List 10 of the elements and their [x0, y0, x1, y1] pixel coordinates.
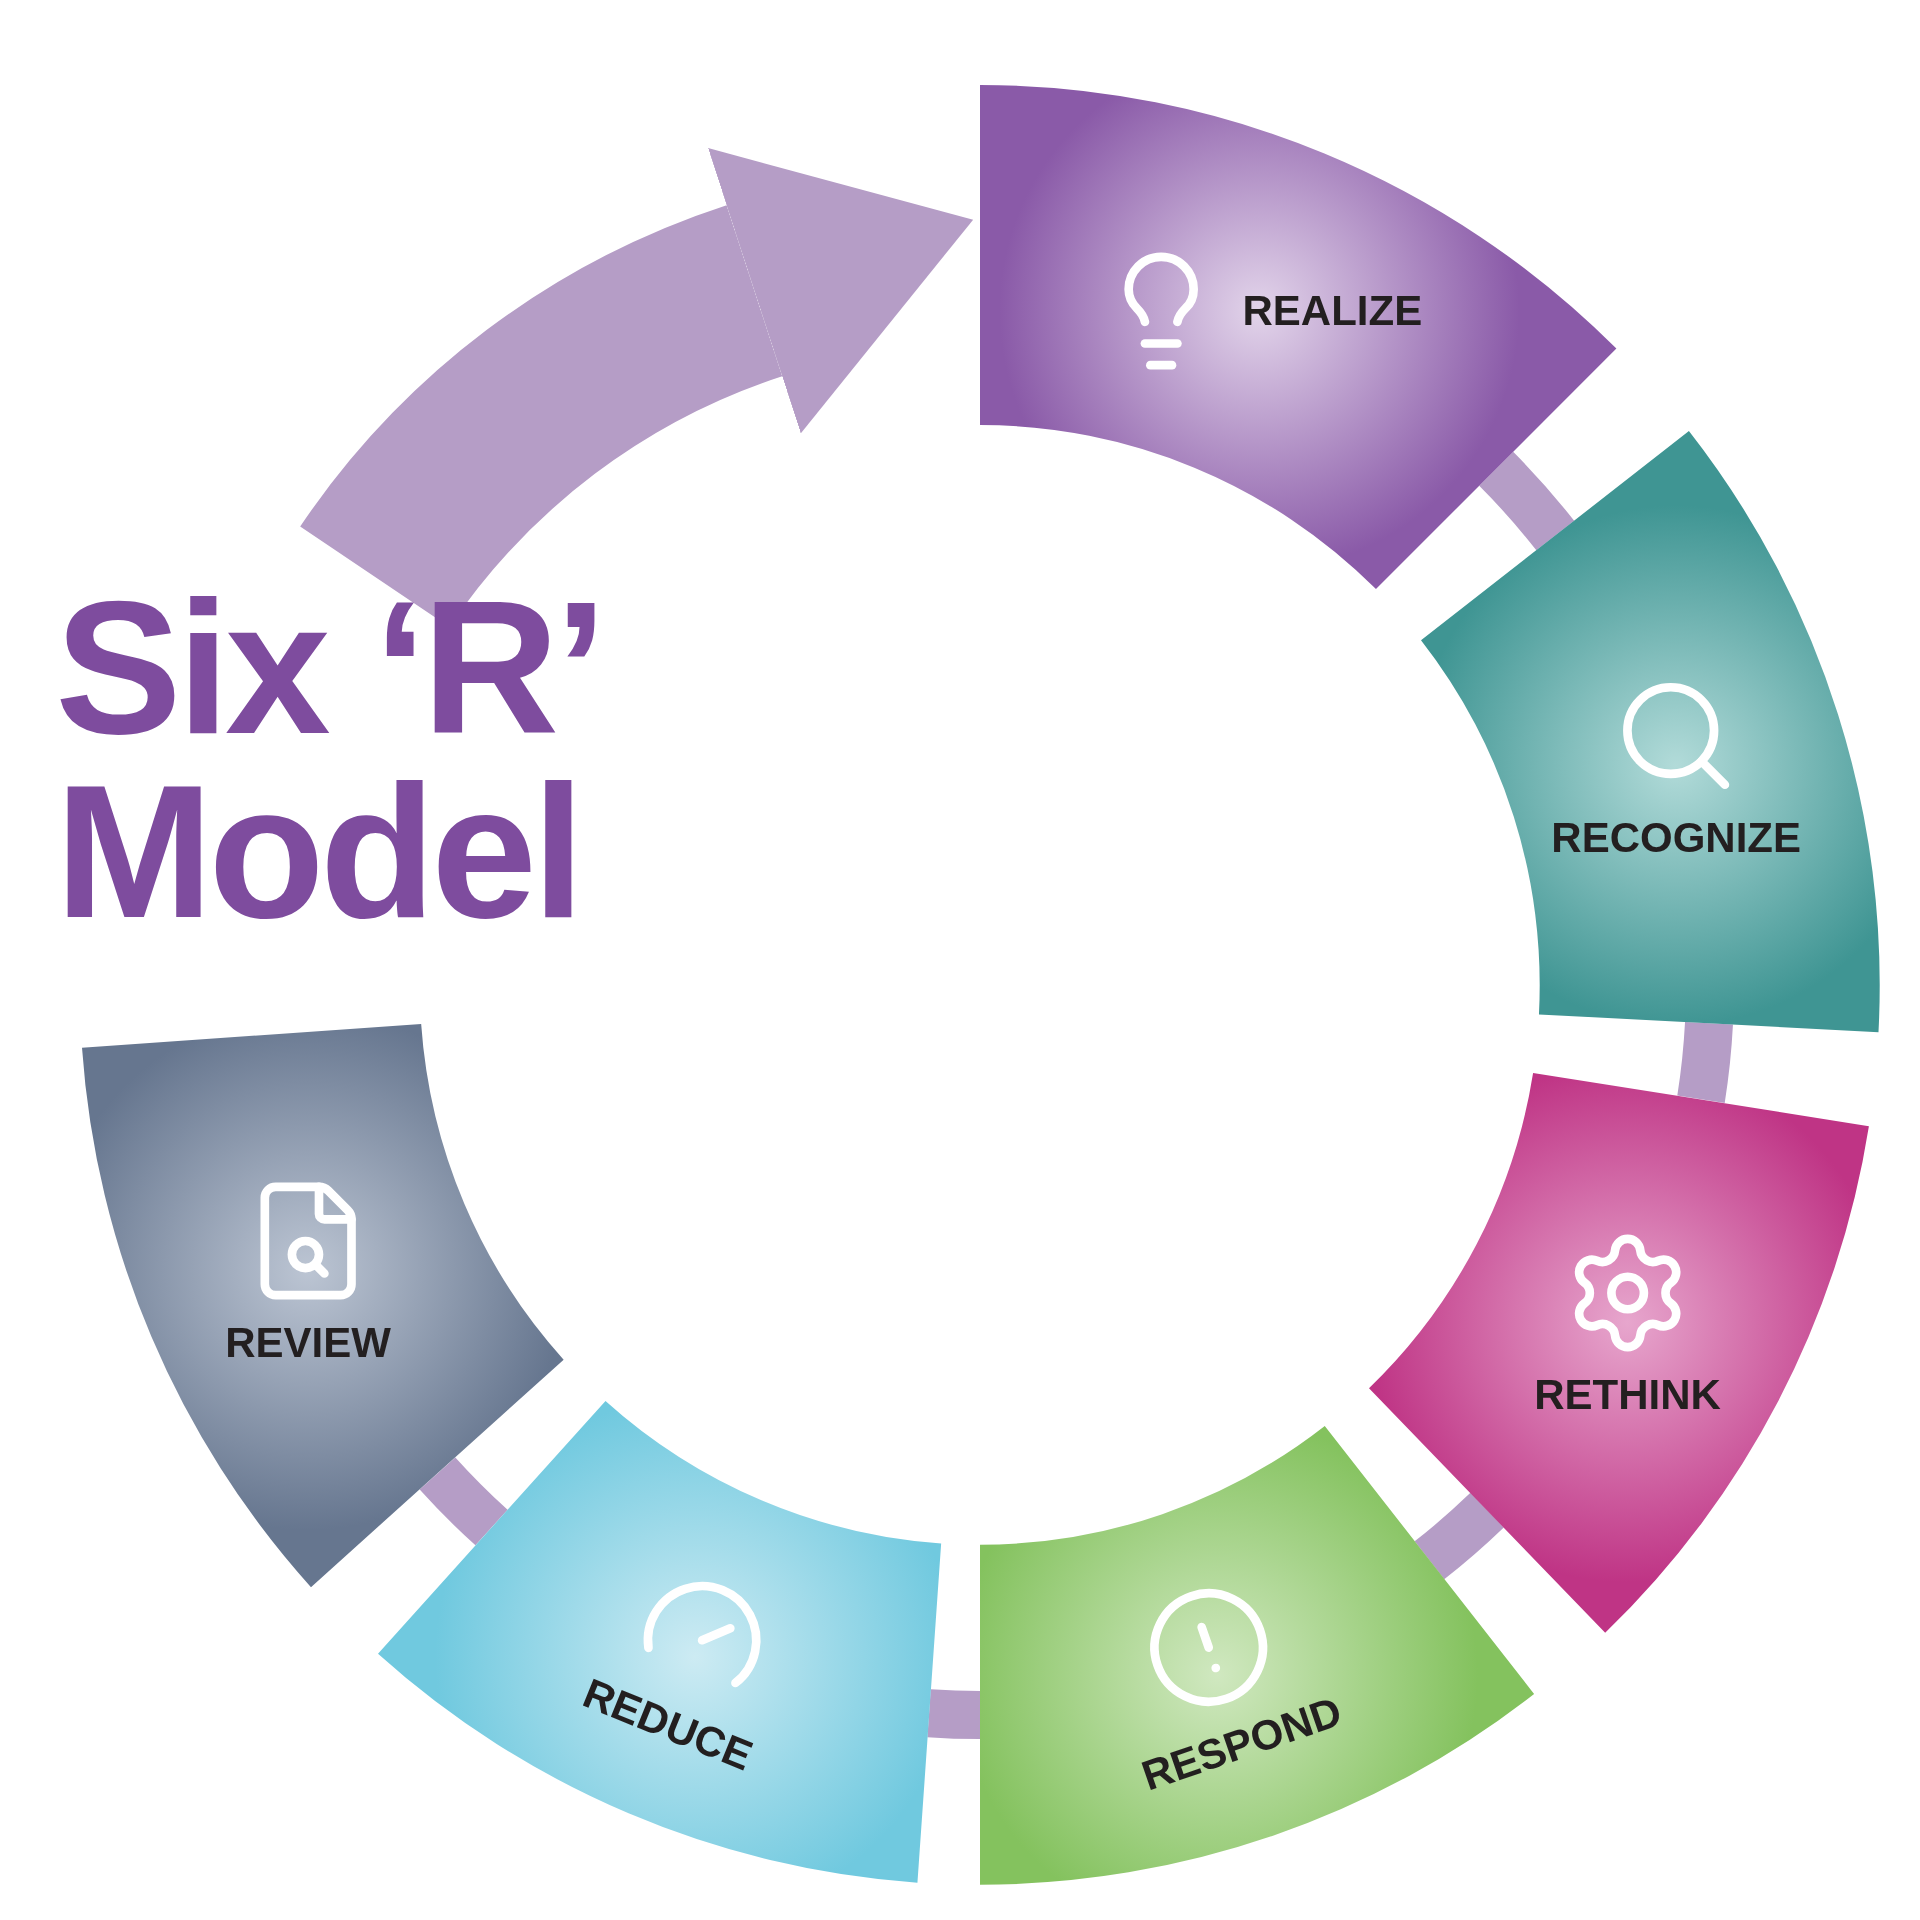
connector-band: [419, 1457, 508, 1546]
segment-label: REALIZE: [1242, 289, 1423, 332]
connector-band: [1677, 1021, 1733, 1103]
connector-band: [927, 1689, 981, 1739]
segment-label: RETHINK: [1534, 1374, 1721, 1417]
segment-label: RECOGNIZE: [1551, 817, 1802, 860]
connector-band: [1478, 452, 1574, 551]
segment-label: REVIEW: [225, 1322, 391, 1365]
connector-band: [1414, 1492, 1504, 1579]
diagram-title: Six ‘R’ Model: [55, 575, 594, 944]
